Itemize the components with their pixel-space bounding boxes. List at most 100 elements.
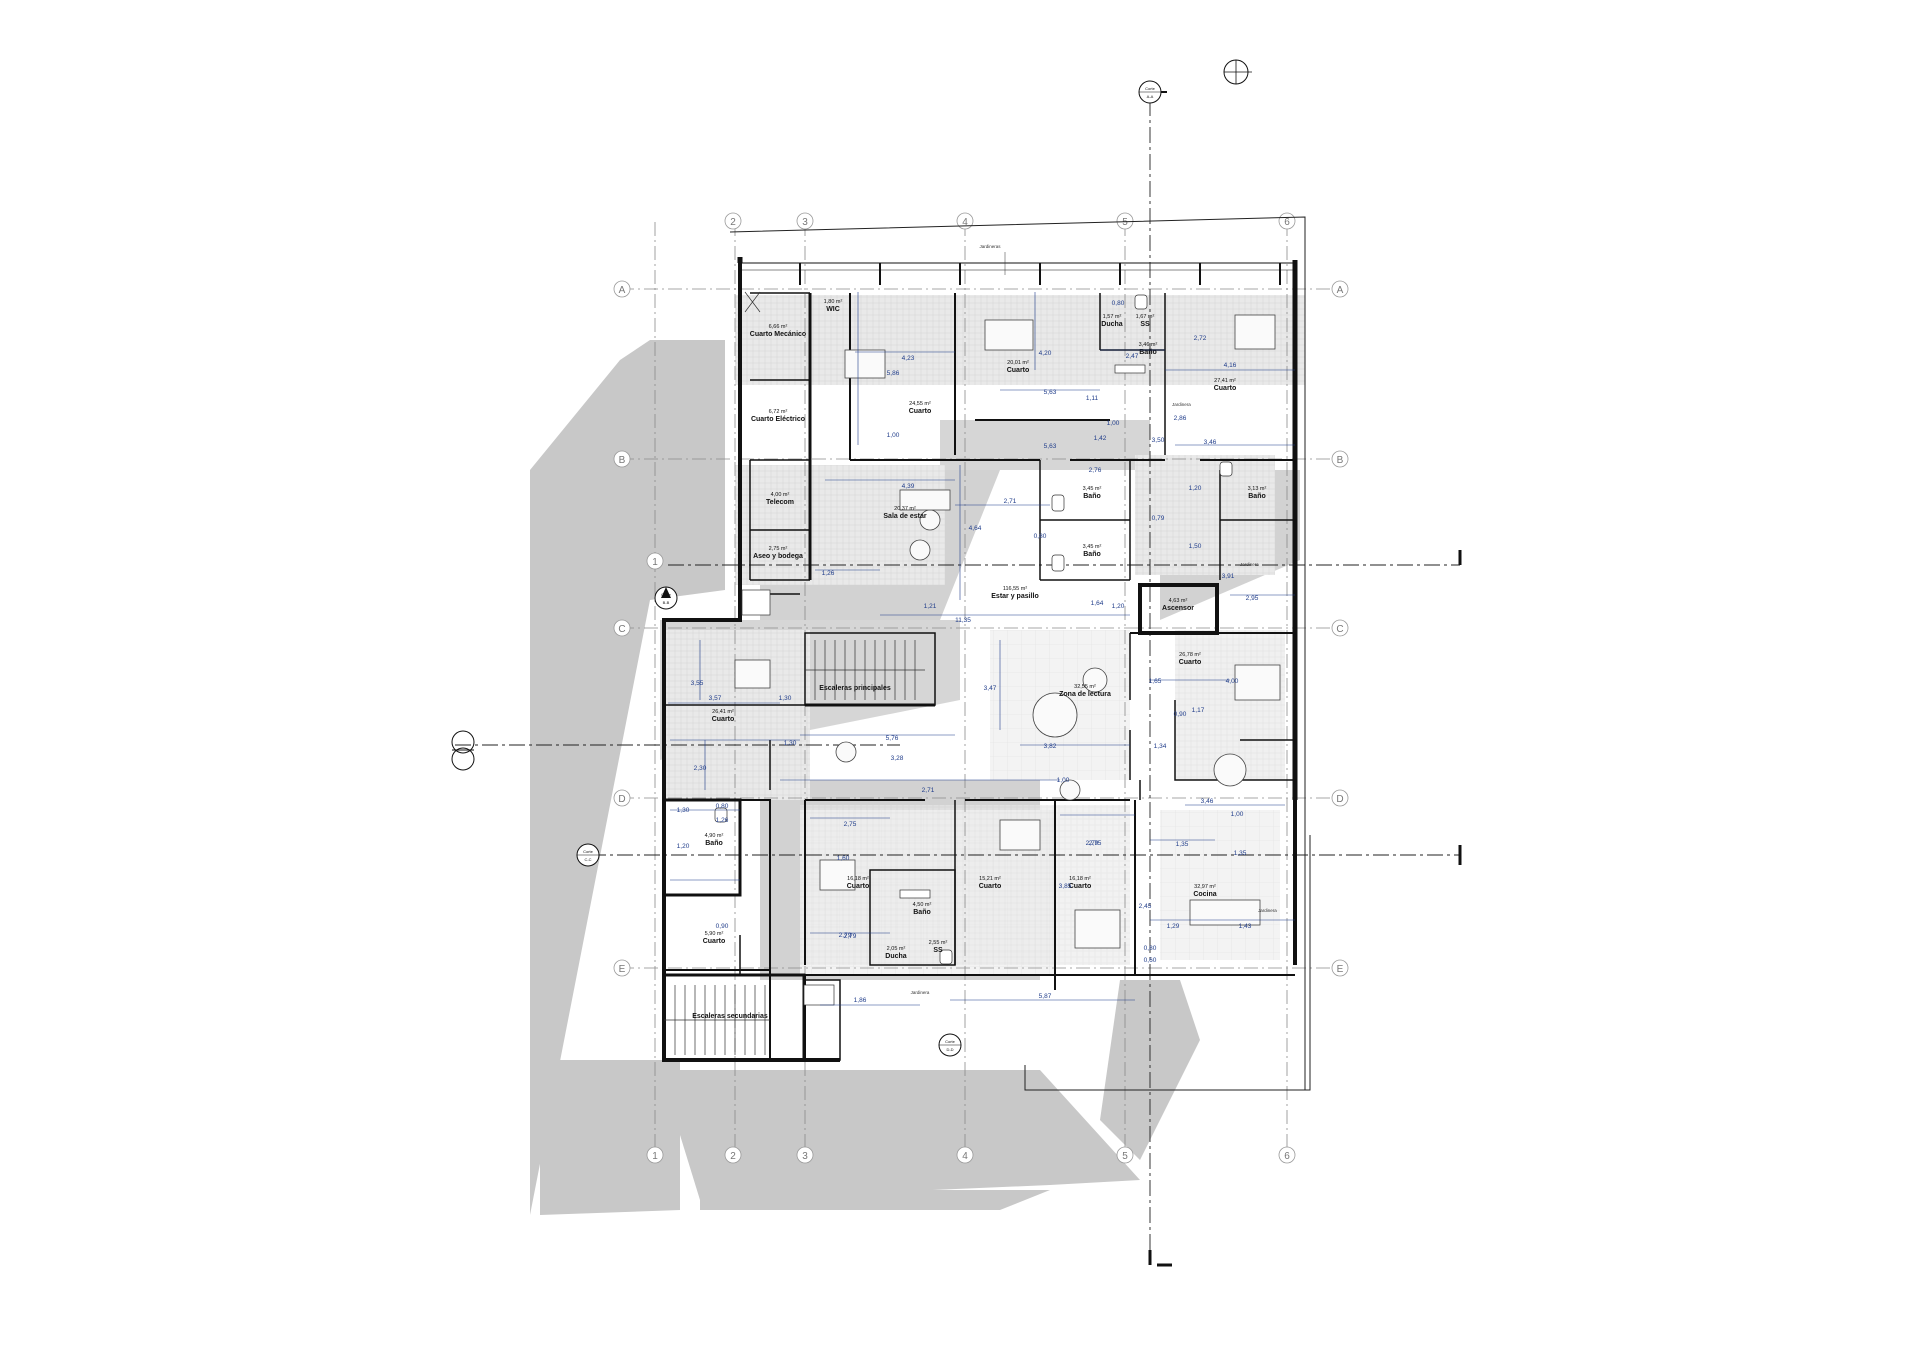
bath-fixtures xyxy=(714,291,1233,1006)
annotations: Jardineras Jardinera Jardinera Jardinera… xyxy=(911,244,1278,995)
room-name-cuarto-s2: Cuarto xyxy=(979,883,1002,890)
dim-34: 1,17 xyxy=(1192,707,1205,714)
room-name-bano-c2: Baño xyxy=(1083,551,1101,558)
dim-15: 1,42 xyxy=(1094,435,1107,442)
grid-row-left-a: A xyxy=(619,285,626,296)
room-area-aseo-bodega: 2,75 m² xyxy=(769,546,788,552)
dim-14: 1,00 xyxy=(1107,420,1120,427)
room-area-telecom: 4,00 m² xyxy=(771,492,790,498)
dim-32: 1,65 xyxy=(1149,678,1162,685)
dim-68: 3,46 xyxy=(1201,798,1214,805)
grid-row-right-b: B xyxy=(1337,455,1344,466)
toilet-icon xyxy=(1051,494,1065,512)
grid-col-top-2: 2 xyxy=(730,217,736,228)
bed-icon xyxy=(844,349,886,379)
kitchen-island-icon xyxy=(1189,899,1261,926)
accessible-parking-icon xyxy=(803,984,835,1006)
dim-47: 1,00 xyxy=(1057,777,1070,784)
grid-col-bottom-5: 5 xyxy=(1122,1151,1128,1162)
room-area-bano-n: 3,46 m² xyxy=(1139,342,1158,348)
dim-58: 1,43 xyxy=(1239,923,1252,930)
dim-53: 2,45 xyxy=(1139,903,1152,910)
compass-symbol-icon xyxy=(451,730,475,771)
bed-icon xyxy=(984,319,1034,351)
shaft-icon xyxy=(744,291,761,313)
grid-row-left-e: E xyxy=(619,964,626,975)
room-name-bano-e: Baño xyxy=(1248,493,1266,500)
section-lines xyxy=(455,100,1460,1265)
room-area-bano-w: 4,90 m² xyxy=(705,833,724,839)
dim-66: 1,86 xyxy=(854,997,867,1004)
room-name-estar-pasillo: Estar y pasillo xyxy=(991,593,1038,600)
toilet-icon xyxy=(1051,554,1065,572)
dim-38: 3,47 xyxy=(984,685,997,692)
note-bottom-planter: Jardinera xyxy=(911,990,930,995)
chair-icon xyxy=(909,539,931,561)
dim-69: 2,79 xyxy=(1086,840,1099,847)
room-name-cuarto-n: Cuarto xyxy=(1007,367,1030,374)
room-name-bano-c1: Baño xyxy=(1083,493,1101,500)
section-marker-top-title: Corte xyxy=(1145,86,1156,91)
room-name-sala-estar: Sala de estar xyxy=(883,513,926,520)
note-top-planter: Jardineras xyxy=(979,244,1001,249)
grid-col-left-1: 1 xyxy=(652,557,658,568)
room-area-bano-s: 4,50 m² xyxy=(913,902,932,908)
room-name-cuarto-e: Cuarto xyxy=(1179,659,1202,666)
dim-12: 5,63 xyxy=(1044,389,1057,396)
dim-20: 2,72 xyxy=(1194,335,1207,342)
sink-icon xyxy=(1114,364,1146,374)
room-area-ss-s: 2,55 m² xyxy=(929,940,948,946)
sofa-icon xyxy=(899,489,951,511)
room-area-bano-c2: 3,45 m² xyxy=(1083,544,1102,550)
dim-48: 2,75 xyxy=(844,821,857,828)
toilet-icon xyxy=(714,807,728,823)
room-name-aseo-bodega: Aseo y bodega xyxy=(753,553,803,560)
room-name-cuarto-mecanico: Cuarto Mecánico xyxy=(750,331,806,338)
room-name-escaleras-principales: Escaleras principales xyxy=(819,685,891,692)
note-right-planter-3: Jardinera xyxy=(1258,908,1277,913)
room-area-ss-n: 1,67 m² xyxy=(1136,314,1155,320)
dim-55: 1,00 xyxy=(1231,811,1244,818)
grid-col-bottom-6: 6 xyxy=(1284,1151,1290,1162)
dim-42: 5,76 xyxy=(886,735,899,742)
bed-icon xyxy=(819,859,856,891)
plant-icon xyxy=(1059,779,1081,801)
mechanical-equipment-icon xyxy=(741,589,771,616)
bed-icon xyxy=(999,819,1041,851)
grid-col-bottom-4: 4 xyxy=(962,1151,968,1162)
dim-21: 4,16 xyxy=(1224,362,1237,369)
dim-5: 2,71 xyxy=(1004,498,1017,505)
room-name-bano-w: Baño xyxy=(705,840,723,847)
room-area-cuarto-s1: 16,18 m² xyxy=(847,876,869,882)
grid-row-right-a: A xyxy=(1337,285,1344,296)
dim-64: 1,20 xyxy=(677,843,690,850)
dim-2: 5,86 xyxy=(887,370,900,377)
room-name-bano-s: Baño xyxy=(913,909,931,916)
room-area-bano-e: 3,13 m² xyxy=(1248,486,1267,492)
dim-9: 1,21 xyxy=(924,603,937,610)
main-stair-treads xyxy=(805,640,925,700)
room-name-cuarto-s1: Cuarto xyxy=(847,883,870,890)
bed-icon xyxy=(1234,664,1281,701)
room-name-ascensor: Ascensor xyxy=(1162,605,1194,612)
dim-46: 2,71 xyxy=(922,787,935,794)
toilet-icon xyxy=(1219,461,1233,477)
grid-row-right-c: C xyxy=(1336,624,1343,635)
section-marker-west: Corte C-C xyxy=(576,843,600,867)
dim-3: 1,00 xyxy=(887,432,900,439)
dim-36: 1,34 xyxy=(1154,743,1167,750)
room-area-cuarto-electrico: 6,72 m² xyxy=(769,409,788,415)
grid-col-top-4: 4 xyxy=(962,217,968,228)
bed-icon xyxy=(734,659,771,689)
room-name-cuarto-ne: Cuarto xyxy=(1214,385,1237,392)
dim-35: 0,90 xyxy=(1174,711,1187,718)
dim-10: 11,35 xyxy=(955,617,971,624)
bed-icon xyxy=(1234,314,1276,350)
round-table-icon xyxy=(1032,692,1078,738)
dim-43: 3,28 xyxy=(891,755,904,762)
dim-60: 0,60 xyxy=(1144,957,1157,964)
section-marker-bottom: Corte D-D xyxy=(938,1033,962,1057)
furniture xyxy=(734,314,1281,949)
secondary-stair-treads xyxy=(664,985,770,1055)
